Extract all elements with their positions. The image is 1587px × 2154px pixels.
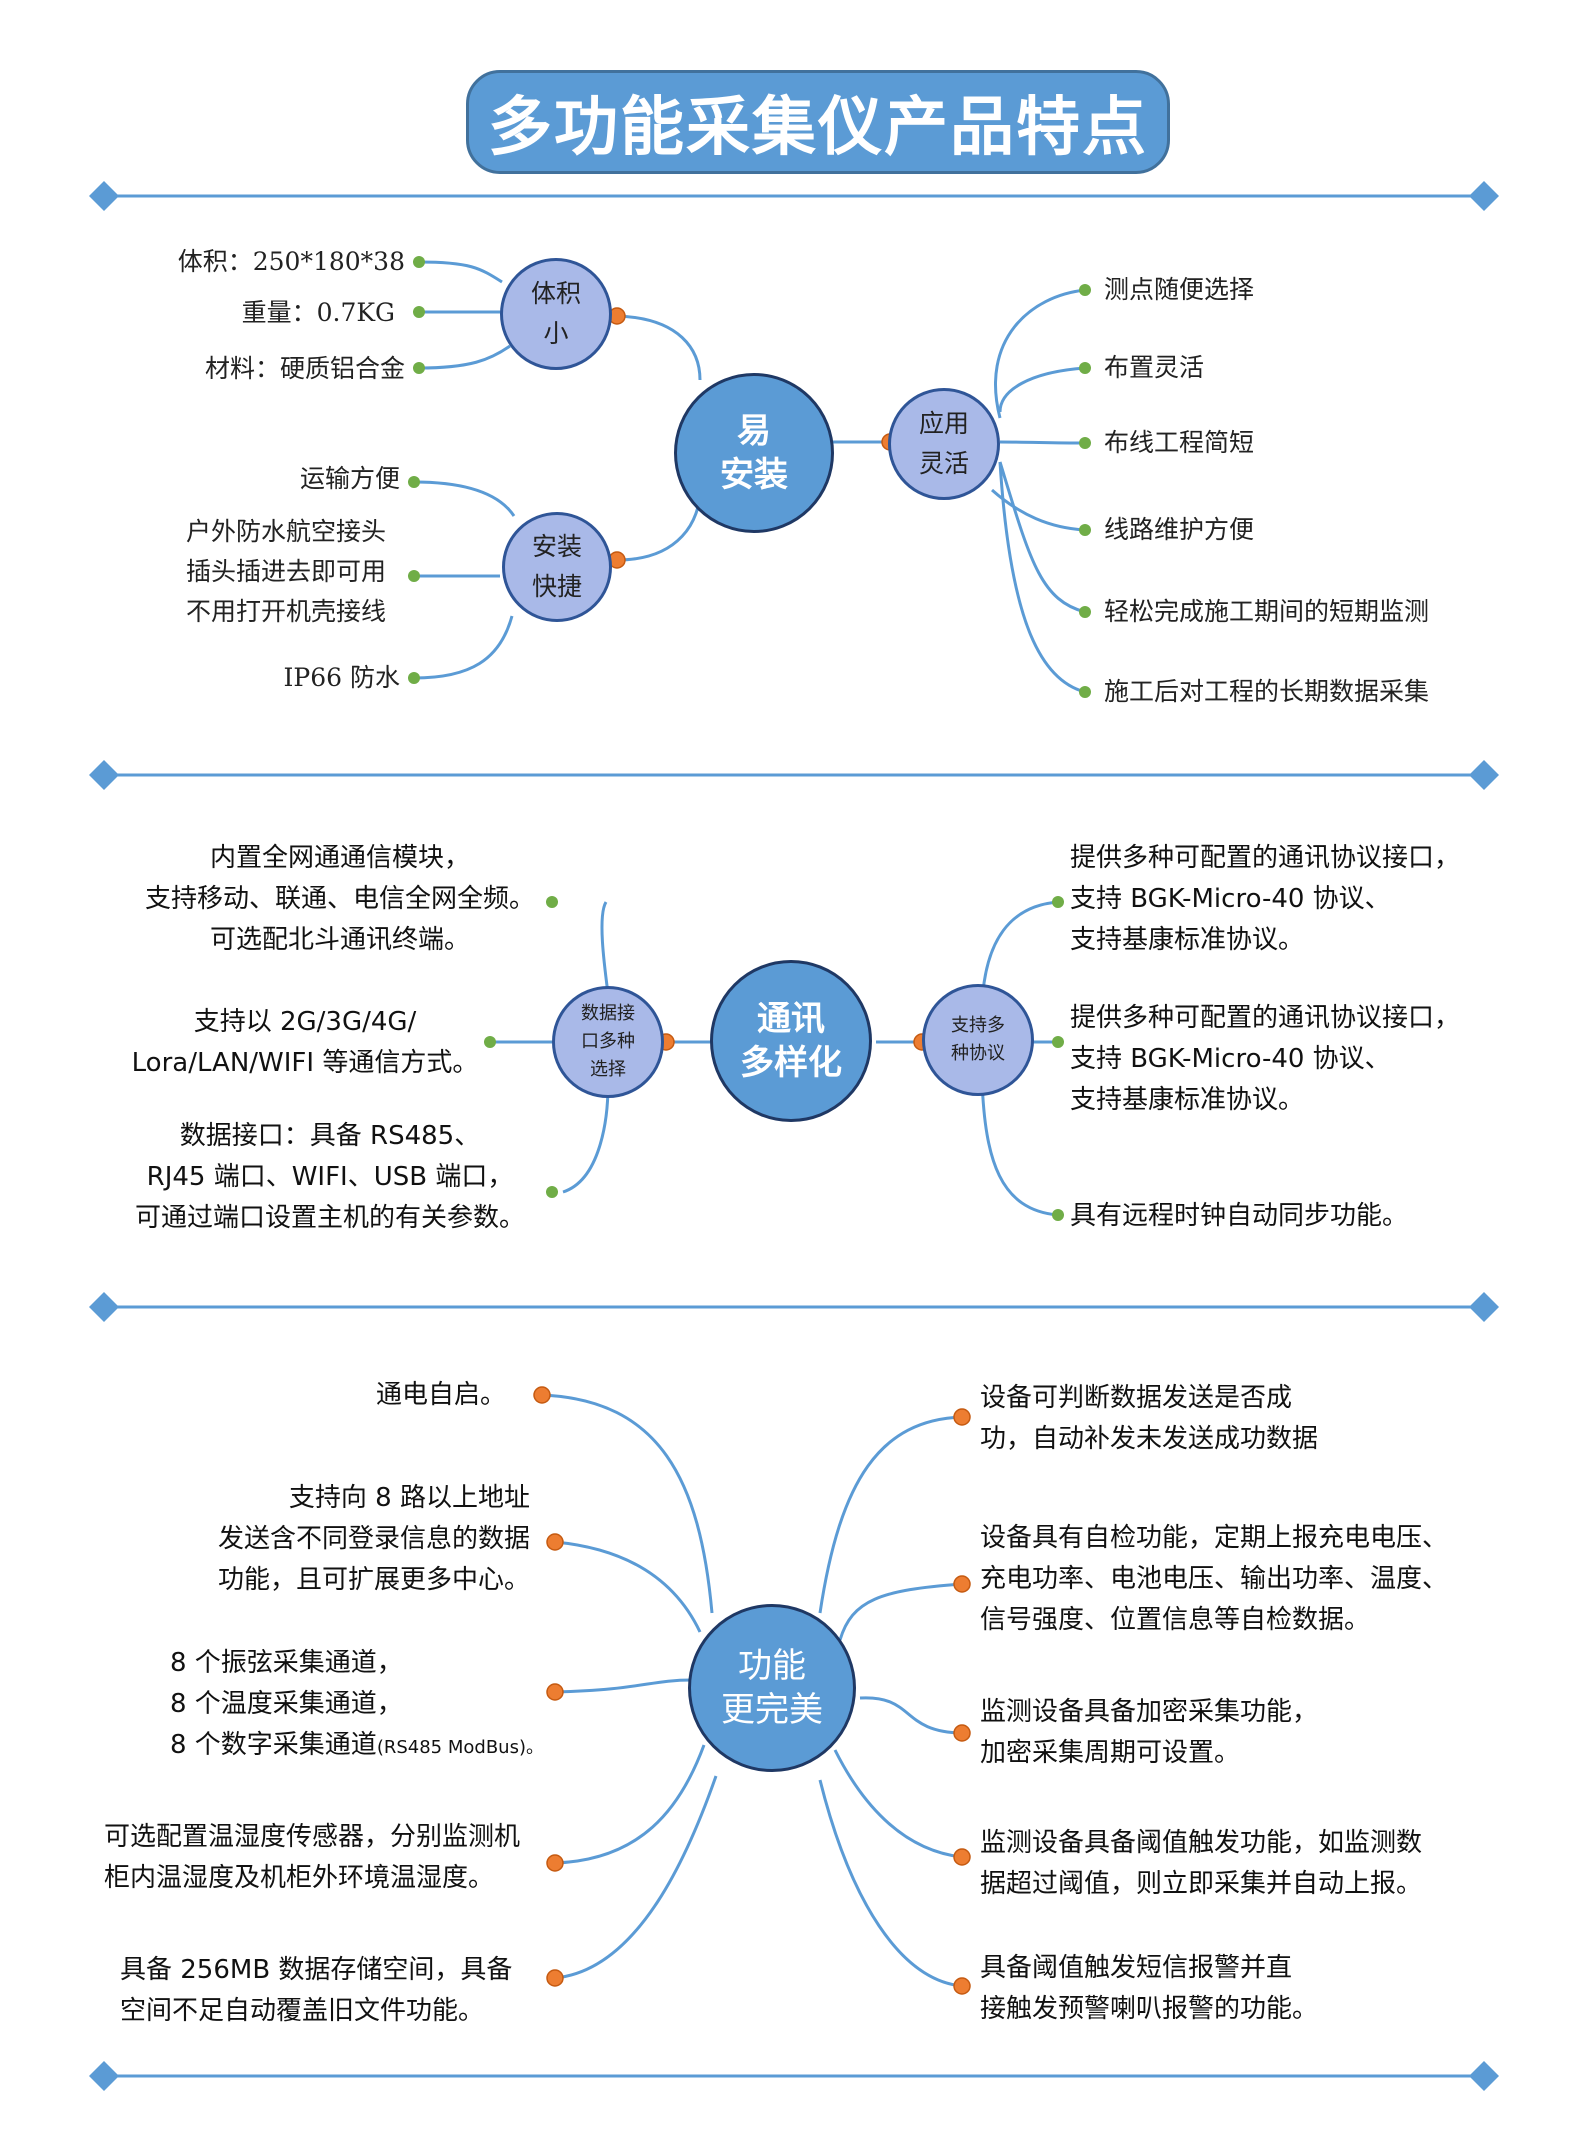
function-item-left: 支持向 8 路以上地址 发送含不同登录信息的数据 功能，且可扩展更多中心。	[217, 1483, 530, 1595]
page-title-box: 多功能采集仪产品特点	[466, 70, 1170, 174]
connector-dot	[953, 1724, 971, 1742]
connector-dot	[953, 1977, 971, 1995]
node-label: 体积 小	[530, 279, 581, 348]
connector-dot	[546, 1186, 558, 1198]
function-item-right: 监测设备具备加密采集功能， 加密采集周期可设置。	[980, 1697, 1319, 1768]
node-interface-options: 数据接 口多种 选择	[552, 986, 664, 1098]
node-label: 支持多 种协议	[951, 1015, 1005, 1064]
install-item: IP66 防水	[283, 663, 400, 692]
function-item-left-text: 8 个数字采集通道	[170, 1730, 377, 1760]
connector-dot	[546, 1969, 564, 1987]
center-node-label: 通讯 多样化	[740, 999, 842, 1083]
connector-dot	[408, 476, 420, 488]
connector-dot	[953, 1848, 971, 1866]
node-label: 应用 灵活	[918, 409, 969, 478]
function-item-left: 通电自启。	[376, 1380, 507, 1410]
apply-item: 施工后对工程的长期数据采集	[1104, 677, 1430, 706]
connector-dot	[953, 1575, 971, 1593]
connector-dot	[1052, 1209, 1064, 1221]
function-item-left: 8 个数字采集通道(RS485 ModBus)。	[170, 1725, 544, 1768]
apply-item: 布置灵活	[1104, 353, 1205, 382]
function-item-left: 可选配置温湿度传感器，分别监测机 柜内温湿度及机柜外环境温湿度。	[104, 1822, 521, 1893]
function-item-right: 设备具有自检功能，定期上报充电电压、 充电功率、电池电压、输出功率、温度、 信号…	[980, 1523, 1449, 1635]
connector-dot	[413, 256, 425, 268]
connector-dot	[1052, 1036, 1064, 1048]
connector-dot	[413, 306, 425, 318]
connector-dot	[484, 1036, 496, 1048]
node-label: 数据接 口多种 选择	[581, 1003, 635, 1080]
connector-dot	[1079, 606, 1091, 618]
interface-item: 数据接口：具备 RS485、 RJ45 端口、WIFI、USB 端口， 可通过端…	[134, 1121, 525, 1233]
connector-dot	[1079, 362, 1091, 374]
install-item: 运输方便	[299, 464, 400, 493]
apply-item: 线路维护方便	[1104, 515, 1255, 544]
protocol-item: 提供多种可配置的通讯协议接口， 支持 BGK-Micro-40 协议、 支持基康…	[1070, 843, 1461, 955]
interface-item: 内置全网通通信模块， 支持移动、联通、电信全网全频。 可选配北斗通讯终端。	[144, 843, 535, 955]
connector-dot	[546, 896, 558, 908]
volume-item: 体积：250*180*38	[177, 247, 405, 276]
center-node-function: 功能 更完美	[688, 1604, 856, 1772]
node-protocol-support: 支持多 种协议	[922, 984, 1034, 1096]
connector-dot	[408, 570, 420, 582]
function-item-right: 监测设备具备阈值触发功能，如监测数 据超过阈值，则立即采集并自动上报。	[980, 1828, 1423, 1899]
connector-dot	[546, 1683, 564, 1701]
function-item-right: 具备阈值触发短信报警并直 接触发预警喇叭报警的功能。	[980, 1953, 1319, 2024]
connector-dot	[546, 1533, 564, 1551]
function-item-left: 8 个振弦采集通道， 8 个温度采集通道，	[170, 1648, 403, 1719]
connector-dot	[408, 672, 420, 684]
connector-dot	[413, 362, 425, 374]
node-flexible-use: 应用 灵活	[888, 388, 1000, 500]
node-small-volume: 体积 小	[500, 258, 612, 370]
function-item-right: 设备可判断数据发送是否成 功，自动补发未发送成功数据	[980, 1383, 1319, 1454]
volume-item: 重量：0.7KG	[241, 298, 395, 327]
function-item-left-note: (RS485 ModBus)。	[376, 1737, 544, 1758]
connector-dot	[953, 1408, 971, 1426]
node-label: 安装 快捷	[531, 532, 582, 601]
connector-dot	[1079, 437, 1091, 449]
volume-item: 材料：硬质铝合金	[204, 354, 405, 383]
connector-dot	[1052, 896, 1064, 908]
center-node-label: 功能 更完美	[721, 1646, 823, 1730]
center-node-communication: 通讯 多样化	[710, 960, 872, 1122]
apply-item: 测点随便选择	[1104, 275, 1255, 304]
connector-dot	[1079, 524, 1091, 536]
protocol-item: 具有远程时钟自动同步功能。	[1070, 1201, 1409, 1231]
interface-item: 支持以 2G/3G/4G/ Lora/LAN/WIFI 等通信方式。	[131, 1007, 479, 1078]
node-quick-install: 安装 快捷	[502, 512, 612, 622]
connector-dot	[533, 1386, 551, 1404]
center-node-easy-install: 易 安装	[674, 373, 834, 533]
connector-dot	[546, 1854, 564, 1872]
apply-item: 布线工程简短	[1104, 428, 1255, 457]
install-item: 户外防水航空接头 插头插进去即可用 不用打开机壳接线	[186, 517, 387, 626]
page-title: 多功能采集仪产品特点	[488, 91, 1148, 165]
connector-dot	[1079, 686, 1091, 698]
center-node-label: 易 安装	[720, 411, 788, 495]
connector-dot	[1079, 284, 1091, 296]
function-item-left: 具备 256MB 数据存储空间，具备 空间不足自动覆盖旧文件功能。	[120, 1955, 513, 2026]
apply-item: 轻松完成施工期间的短期监测	[1104, 597, 1430, 626]
protocol-item: 提供多种可配置的通讯协议接口， 支持 BGK-Micro-40 协议、 支持基康…	[1070, 1003, 1461, 1115]
